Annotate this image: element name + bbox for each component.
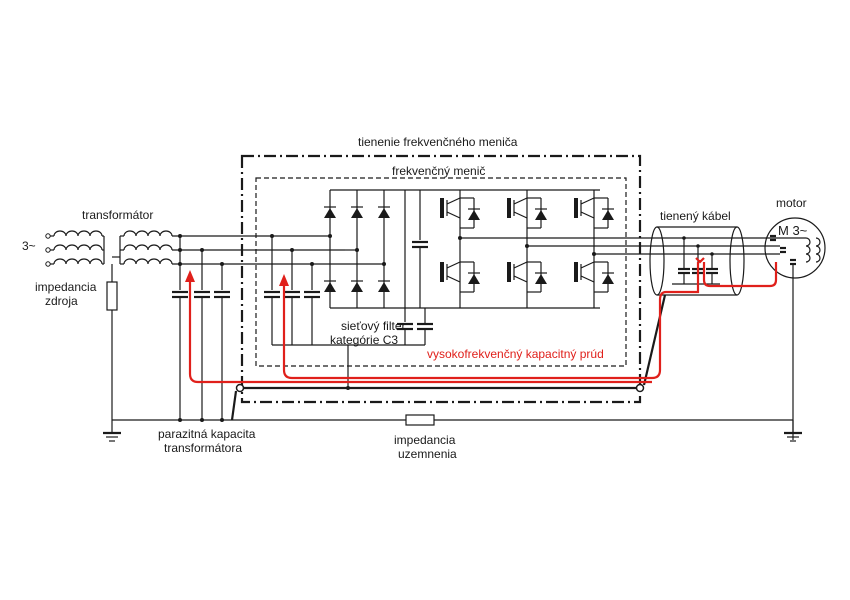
transformer-symbol: [45, 230, 173, 282]
transformer-label: transformátor: [82, 208, 153, 222]
filter-label-1: sieťový filter: [341, 319, 406, 333]
motor-symbol: M 3~: [778, 223, 808, 238]
hf-current-path: [185, 257, 778, 384]
converter-box: [255, 177, 627, 367]
filter-capacitors: [264, 234, 400, 388]
converter-shield-label: tienenie frekvenčného meniča: [358, 135, 518, 149]
motor-symbol: [760, 217, 826, 440]
motor-label: motor: [776, 196, 807, 210]
parasitic-label-2: transformátora: [164, 441, 242, 455]
ground-impedance-label-1: impedancia: [394, 433, 456, 447]
three-phase-lines: [172, 234, 345, 290]
shielded-cable-label: tienený kábel: [660, 209, 731, 223]
ground-impedance-resistor: [405, 414, 435, 426]
ground-impedance-label-2: uzemnenia: [398, 447, 457, 461]
converter-label: frekvenčný menič: [392, 164, 485, 178]
rectifier-bridge: [324, 189, 420, 309]
filter-label-2: kategórie C3: [330, 333, 398, 347]
parasitic-capacitors: [172, 290, 230, 420]
source-impedance-label-2: zdroja: [45, 294, 78, 308]
dc-link: [397, 189, 600, 346]
source-impedance-resistor: [106, 281, 118, 311]
source-label: 3~: [22, 239, 36, 253]
shielded-cable: [649, 226, 745, 296]
parasitic-label-1: parazitná kapacita: [158, 427, 256, 441]
pe-conductor: [230, 294, 667, 421]
hf-current-label: vysokofrekvenčný kapacitný prúd: [427, 347, 604, 361]
source-impedance-label-1: impedancia: [35, 280, 97, 294]
converter-shield-box: [240, 154, 642, 404]
ground-bus: [103, 414, 802, 442]
inverter-bridge: [440, 190, 760, 308]
